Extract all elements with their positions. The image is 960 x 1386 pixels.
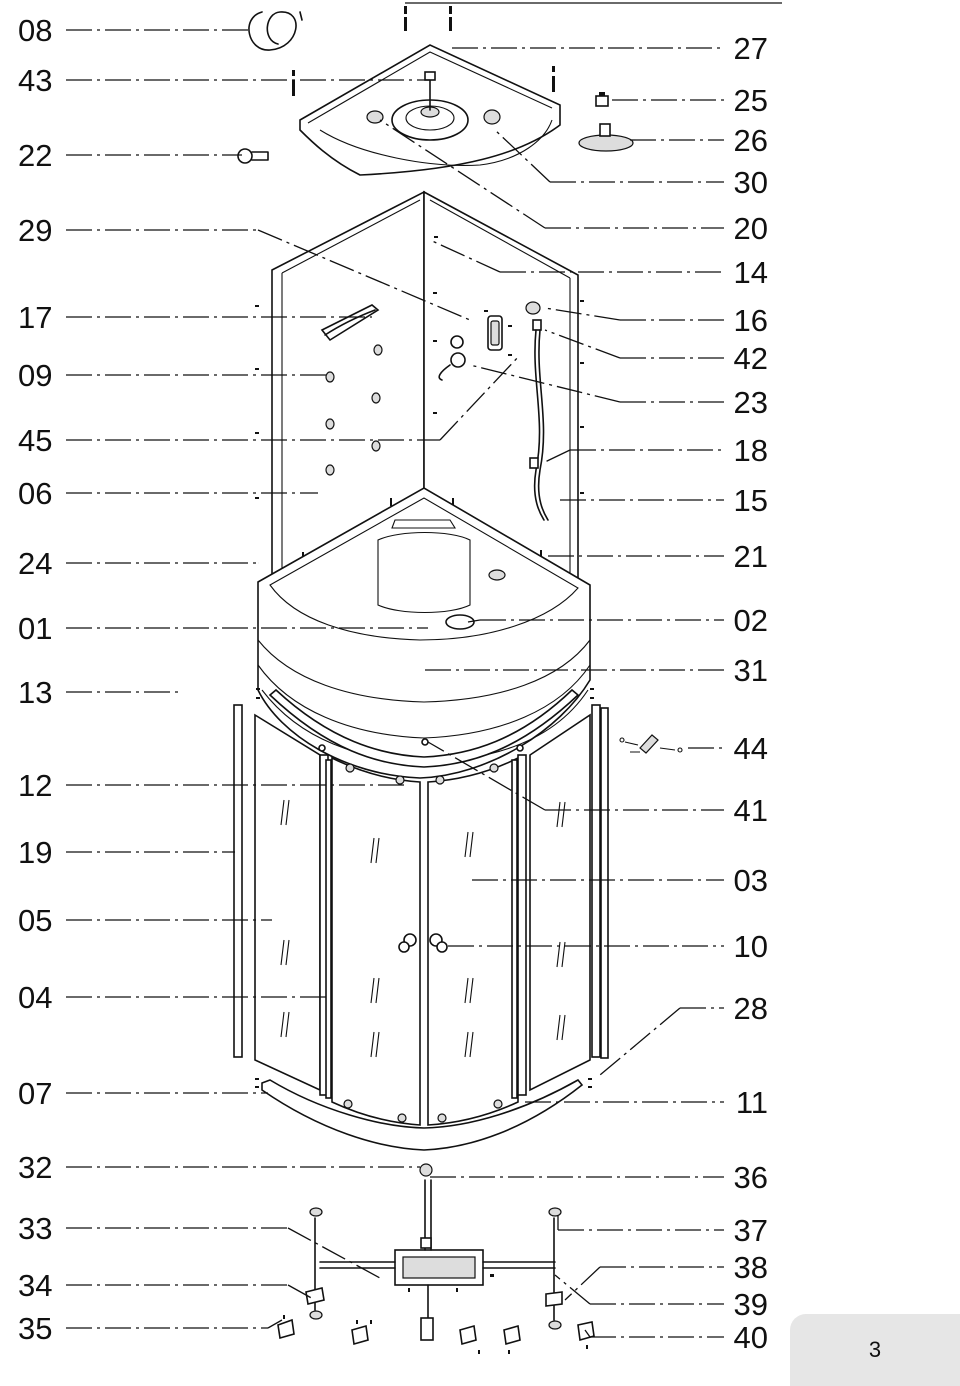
left-label-17: 17 [18, 300, 52, 335]
right-label-14: 14 [734, 255, 768, 290]
right-label-23: 23 [734, 385, 768, 420]
leader-diagonal-11 [599, 1007, 681, 1076]
leader-diagonal-5 [544, 307, 621, 321]
right-label-21: 21 [734, 539, 768, 574]
part-number-labels: 08 43 22 29 17 09 45 06 24 01 13 12 19 05 04 07 32 33 34 35… [18, 13, 768, 1355]
left-label-32: 32 [18, 1150, 52, 1185]
right-label-42: 42 [734, 341, 768, 376]
right-label-39: 39 [734, 1287, 768, 1322]
leader-diagonal-17 [287, 1284, 316, 1301]
left-label-45: 45 [18, 423, 52, 458]
right-label-31: 31 [734, 653, 768, 688]
leader-diagonal-15 [584, 1329, 591, 1338]
right-label-41: 41 [734, 793, 768, 828]
leader-diagonal-4 [429, 239, 501, 273]
left-label-33: 33 [18, 1211, 52, 1246]
right-label-37: 37 [734, 1213, 768, 1248]
right-label-27: 27 [734, 31, 768, 66]
leader-diagonal-18 [267, 1319, 283, 1329]
right-label-10: 10 [734, 929, 768, 964]
left-label-22: 22 [18, 138, 52, 173]
right-label-16: 16 [734, 303, 768, 338]
shower-tray [257, 487, 591, 779]
right-label-30: 30 [734, 165, 768, 200]
hose-coil [248, 11, 303, 51]
right-label-20: 20 [734, 211, 768, 246]
pipe-clamp [237, 148, 269, 164]
left-label-24: 24 [18, 546, 52, 581]
leader-diagonal-2 [494, 129, 551, 183]
left-label-07: 07 [18, 1076, 52, 1111]
leader-lines [66, 29, 724, 1338]
right-label-11: 11 [736, 1085, 768, 1120]
leader-diagonal-3 [379, 119, 546, 229]
leader-diagonal-13 [564, 1266, 601, 1301]
left-label-09: 09 [18, 358, 52, 393]
leader-diagonal-10 [427, 741, 546, 811]
shower-nut [595, 92, 609, 107]
left-label-34: 34 [18, 1268, 52, 1303]
left-label-35: 35 [18, 1311, 52, 1346]
leader-diagonal-14 [554, 1274, 591, 1305]
left-label-29: 29 [18, 213, 52, 248]
page-number-tab [790, 1314, 960, 1386]
right-label-02: 02 [734, 603, 768, 638]
left-label-01: 01 [18, 611, 52, 646]
left-label-13: 13 [18, 675, 52, 710]
leader-diagonal-1 [439, 354, 521, 441]
left-label-08: 08 [18, 13, 52, 48]
leader-diagonal-9 [467, 619, 481, 623]
rain-shower-head [578, 123, 634, 152]
leader-diagonal-7 [469, 364, 621, 403]
right-label-26: 26 [734, 123, 768, 158]
right-label-36: 36 [734, 1160, 768, 1195]
door-frame [233, 688, 609, 1151]
right-label-38: 38 [734, 1250, 768, 1285]
right-label-40: 40 [734, 1320, 768, 1355]
left-label-04: 04 [18, 980, 52, 1015]
right-label-18: 18 [734, 433, 768, 468]
left-label-19: 19 [18, 835, 52, 870]
right-label-25: 25 [734, 83, 768, 118]
left-label-06: 06 [18, 476, 52, 511]
roof-assembly [292, 6, 561, 176]
jet-nozzle-part [619, 734, 683, 754]
left-label-12: 12 [18, 768, 52, 803]
page-number: 3 [868, 1337, 882, 1362]
left-label-43: 43 [18, 63, 52, 98]
leader-diagonal-16 [287, 1227, 381, 1279]
back-walls [255, 190, 584, 587]
left-label-05: 05 [18, 903, 52, 938]
base-frame [277, 1163, 595, 1354]
right-label-15: 15 [734, 483, 768, 518]
right-label-44: 44 [734, 731, 768, 766]
leader-diagonal-8 [544, 449, 571, 463]
right-label-28: 28 [734, 991, 768, 1026]
leader-diagonal-6 [544, 329, 621, 359]
right-label-03: 03 [734, 863, 768, 898]
